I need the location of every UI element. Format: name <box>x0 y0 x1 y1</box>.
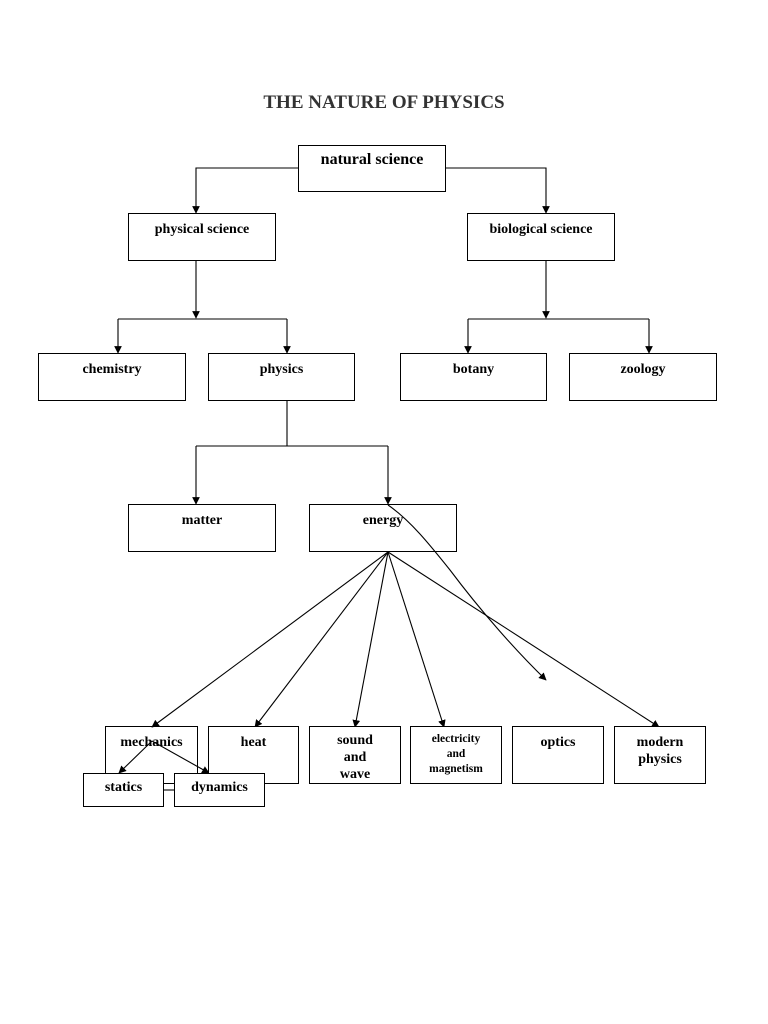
node-physics: physics <box>208 353 355 401</box>
edge-mechanics-to-statics <box>118 740 153 774</box>
node-matter: matter <box>128 504 276 552</box>
edge-mechanics-to-dynamics <box>151 740 210 774</box>
node-dynamics: dynamics <box>174 773 265 807</box>
node-label: botany <box>452 362 495 377</box>
node-label: electricity and magnetism <box>429 733 483 775</box>
edge-energy-to-heat <box>254 551 389 728</box>
node-optics: optics <box>512 726 604 784</box>
edge-energy-to-sound-and-wave <box>352 551 389 728</box>
node-label: zoology <box>620 362 666 377</box>
node-label: matter <box>181 513 223 528</box>
node-label: optics <box>540 735 576 750</box>
node-label: physical science <box>154 222 250 237</box>
node-biological-science: biological science <box>467 213 615 261</box>
node-label: chemistry <box>82 362 142 377</box>
node-botany: botany <box>400 353 547 401</box>
node-energy: energy <box>309 504 457 552</box>
node-statics: statics <box>83 773 164 807</box>
node-chemistry: chemistry <box>38 353 186 401</box>
node-modern-physics: modern physics <box>614 726 706 784</box>
page-title: THE NATURE OF PHYSICS <box>263 92 505 113</box>
node-label: statics <box>104 780 143 795</box>
node-label: heat <box>240 735 267 750</box>
edge-energy-to-mechanics <box>151 551 389 728</box>
node-label: physics <box>259 362 304 377</box>
node-label: modern physics <box>636 735 684 767</box>
node-label: natural science <box>320 151 424 168</box>
edge-energy-to-electricity-and-magnetism <box>387 551 446 728</box>
node-label: energy <box>362 513 404 528</box>
edge-natural-to-physical-science <box>192 167 298 214</box>
node-label: biological science <box>489 222 593 237</box>
node-zoology: zoology <box>569 353 717 401</box>
node-label: dynamics <box>191 780 248 795</box>
node-physical-science: physical science <box>128 213 276 261</box>
edge-energy-to-modern-physics <box>387 551 660 728</box>
node-label: mechanics <box>120 735 183 750</box>
node-sound-and-wave: sound and wave <box>309 726 401 784</box>
edge-natural-to-biological-science <box>445 167 550 214</box>
node-electricity-and-magnetism: electricity and magnetism <box>410 726 502 784</box>
edge-energy-to-optics <box>387 504 547 681</box>
node-natural-science: natural science <box>298 145 446 192</box>
node-label: sound and wave <box>337 733 373 782</box>
